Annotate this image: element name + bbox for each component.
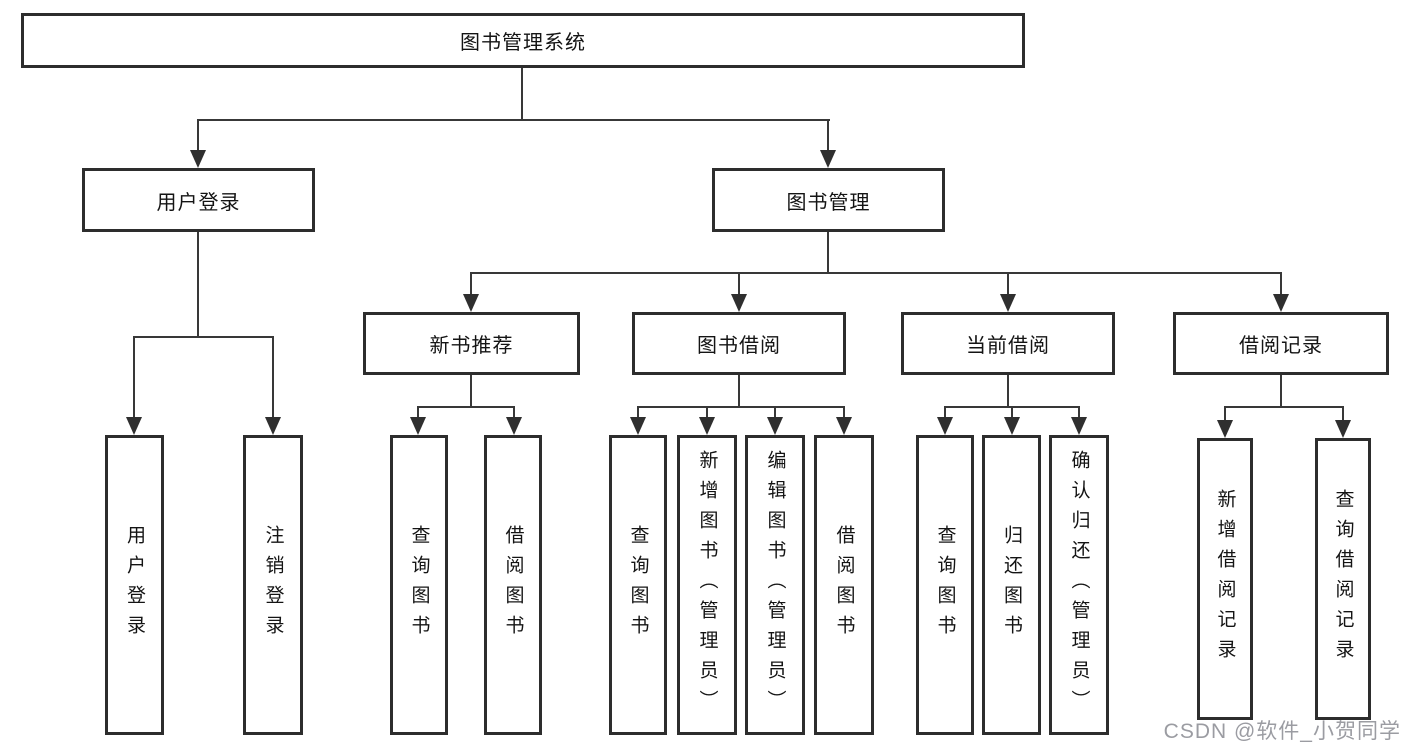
leaf-user-login: 用户登录 [105, 435, 164, 735]
connector-line [944, 406, 946, 420]
connector-line [1078, 406, 1080, 420]
arrowhead-down-icon [463, 294, 479, 312]
arrowhead-down-icon [1004, 417, 1020, 435]
leaf-newbook-borrow-book: 借阅图书 [484, 435, 542, 735]
arrowhead-down-icon [1071, 417, 1087, 435]
arrowhead-down-icon [1273, 294, 1289, 312]
leaf-borrow-query-book: 查询图书 [609, 435, 667, 735]
leaf-borrow-book: 借阅图书 [814, 435, 874, 735]
leaf-edit-book-admin: 编辑图书（管理员） [745, 435, 805, 735]
node-borrow-record: 借阅记录 [1173, 312, 1389, 375]
arrowhead-down-icon [731, 294, 747, 312]
connector-line [521, 68, 523, 120]
arrowhead-down-icon [836, 417, 852, 435]
connector-line [738, 272, 740, 296]
arrowhead-down-icon [1000, 294, 1016, 312]
connector-line [738, 375, 740, 408]
connector-line [417, 406, 419, 420]
leaf-label: 编辑图书（管理员） [764, 450, 786, 720]
connector-line [272, 336, 274, 420]
connector-line [1007, 272, 1009, 296]
leaf-add-borrow-record: 新增借阅记录 [1197, 438, 1253, 720]
watermark: CSDN @软件_小贺同学 [1163, 720, 1401, 743]
arrowhead-down-icon [1335, 420, 1351, 438]
connector-line [470, 375, 472, 408]
leaf-label: 借阅图书 [833, 525, 855, 645]
connector-line [197, 119, 199, 153]
leaf-logout: 注销登录 [243, 435, 303, 735]
connector-line [706, 406, 708, 420]
connector-line [637, 406, 845, 408]
leaf-label: 归还图书 [1001, 525, 1022, 645]
connector-line [197, 119, 830, 121]
leaf-label: 新增图书（管理员） [696, 450, 718, 720]
node-book-management: 图书管理 [712, 168, 945, 232]
node-new-book-recommend: 新书推荐 [363, 312, 580, 375]
leaf-confirm-return-admin: 确认归还（管理员） [1049, 435, 1109, 735]
connector-line [1342, 406, 1344, 422]
node-root-system: 图书管理系统 [21, 13, 1025, 68]
arrowhead-down-icon [630, 417, 646, 435]
arrowhead-down-icon [265, 417, 281, 435]
connector-line [1224, 406, 1344, 408]
connector-line [1007, 375, 1009, 408]
connector-line [1011, 406, 1013, 420]
arrowhead-down-icon [506, 417, 522, 435]
arrowhead-down-icon [699, 417, 715, 435]
connector-line [417, 406, 515, 408]
connector-line [1280, 375, 1282, 408]
arrowhead-down-icon [190, 150, 206, 168]
leaf-label: 用户登录 [124, 525, 145, 645]
connector-line [133, 336, 135, 420]
leaf-label: 借阅图书 [502, 525, 524, 645]
connector-line [827, 119, 829, 153]
connector-line [133, 336, 274, 338]
leaf-label: 确认归还（管理员） [1068, 450, 1090, 720]
leaf-label: 查询图书 [934, 525, 956, 645]
leaf-return-book: 归还图书 [982, 435, 1041, 735]
node-user-login: 用户登录 [82, 168, 315, 232]
connector-line [513, 406, 515, 420]
connector-line [197, 232, 199, 338]
connector-line [774, 406, 776, 420]
arrowhead-down-icon [937, 417, 953, 435]
connector-line [637, 406, 639, 420]
leaf-label: 查询图书 [627, 525, 649, 645]
leaf-label: 查询借阅记录 [1332, 489, 1354, 669]
arrowhead-down-icon [126, 417, 142, 435]
leaf-label: 查询图书 [408, 525, 430, 645]
node-book-borrow: 图书借阅 [632, 312, 846, 375]
connector-line [470, 272, 1282, 274]
connector-line [470, 272, 472, 296]
leaf-label: 新增借阅记录 [1214, 489, 1236, 669]
arrowhead-down-icon [410, 417, 426, 435]
arrowhead-down-icon [1217, 420, 1233, 438]
connector-line [1280, 272, 1282, 296]
arrowhead-down-icon [820, 150, 836, 168]
connector-line [1224, 406, 1226, 422]
leaf-newbook-query-book: 查询图书 [390, 435, 448, 735]
arrowhead-down-icon [767, 417, 783, 435]
connector-line [843, 406, 845, 420]
leaf-add-book-admin: 新增图书（管理员） [677, 435, 737, 735]
leaf-query-borrow-record: 查询借阅记录 [1315, 438, 1371, 720]
node-current-borrow: 当前借阅 [901, 312, 1115, 375]
leaf-current-query-book: 查询图书 [916, 435, 974, 735]
connector-line [827, 232, 829, 274]
leaf-label: 注销登录 [262, 525, 284, 645]
